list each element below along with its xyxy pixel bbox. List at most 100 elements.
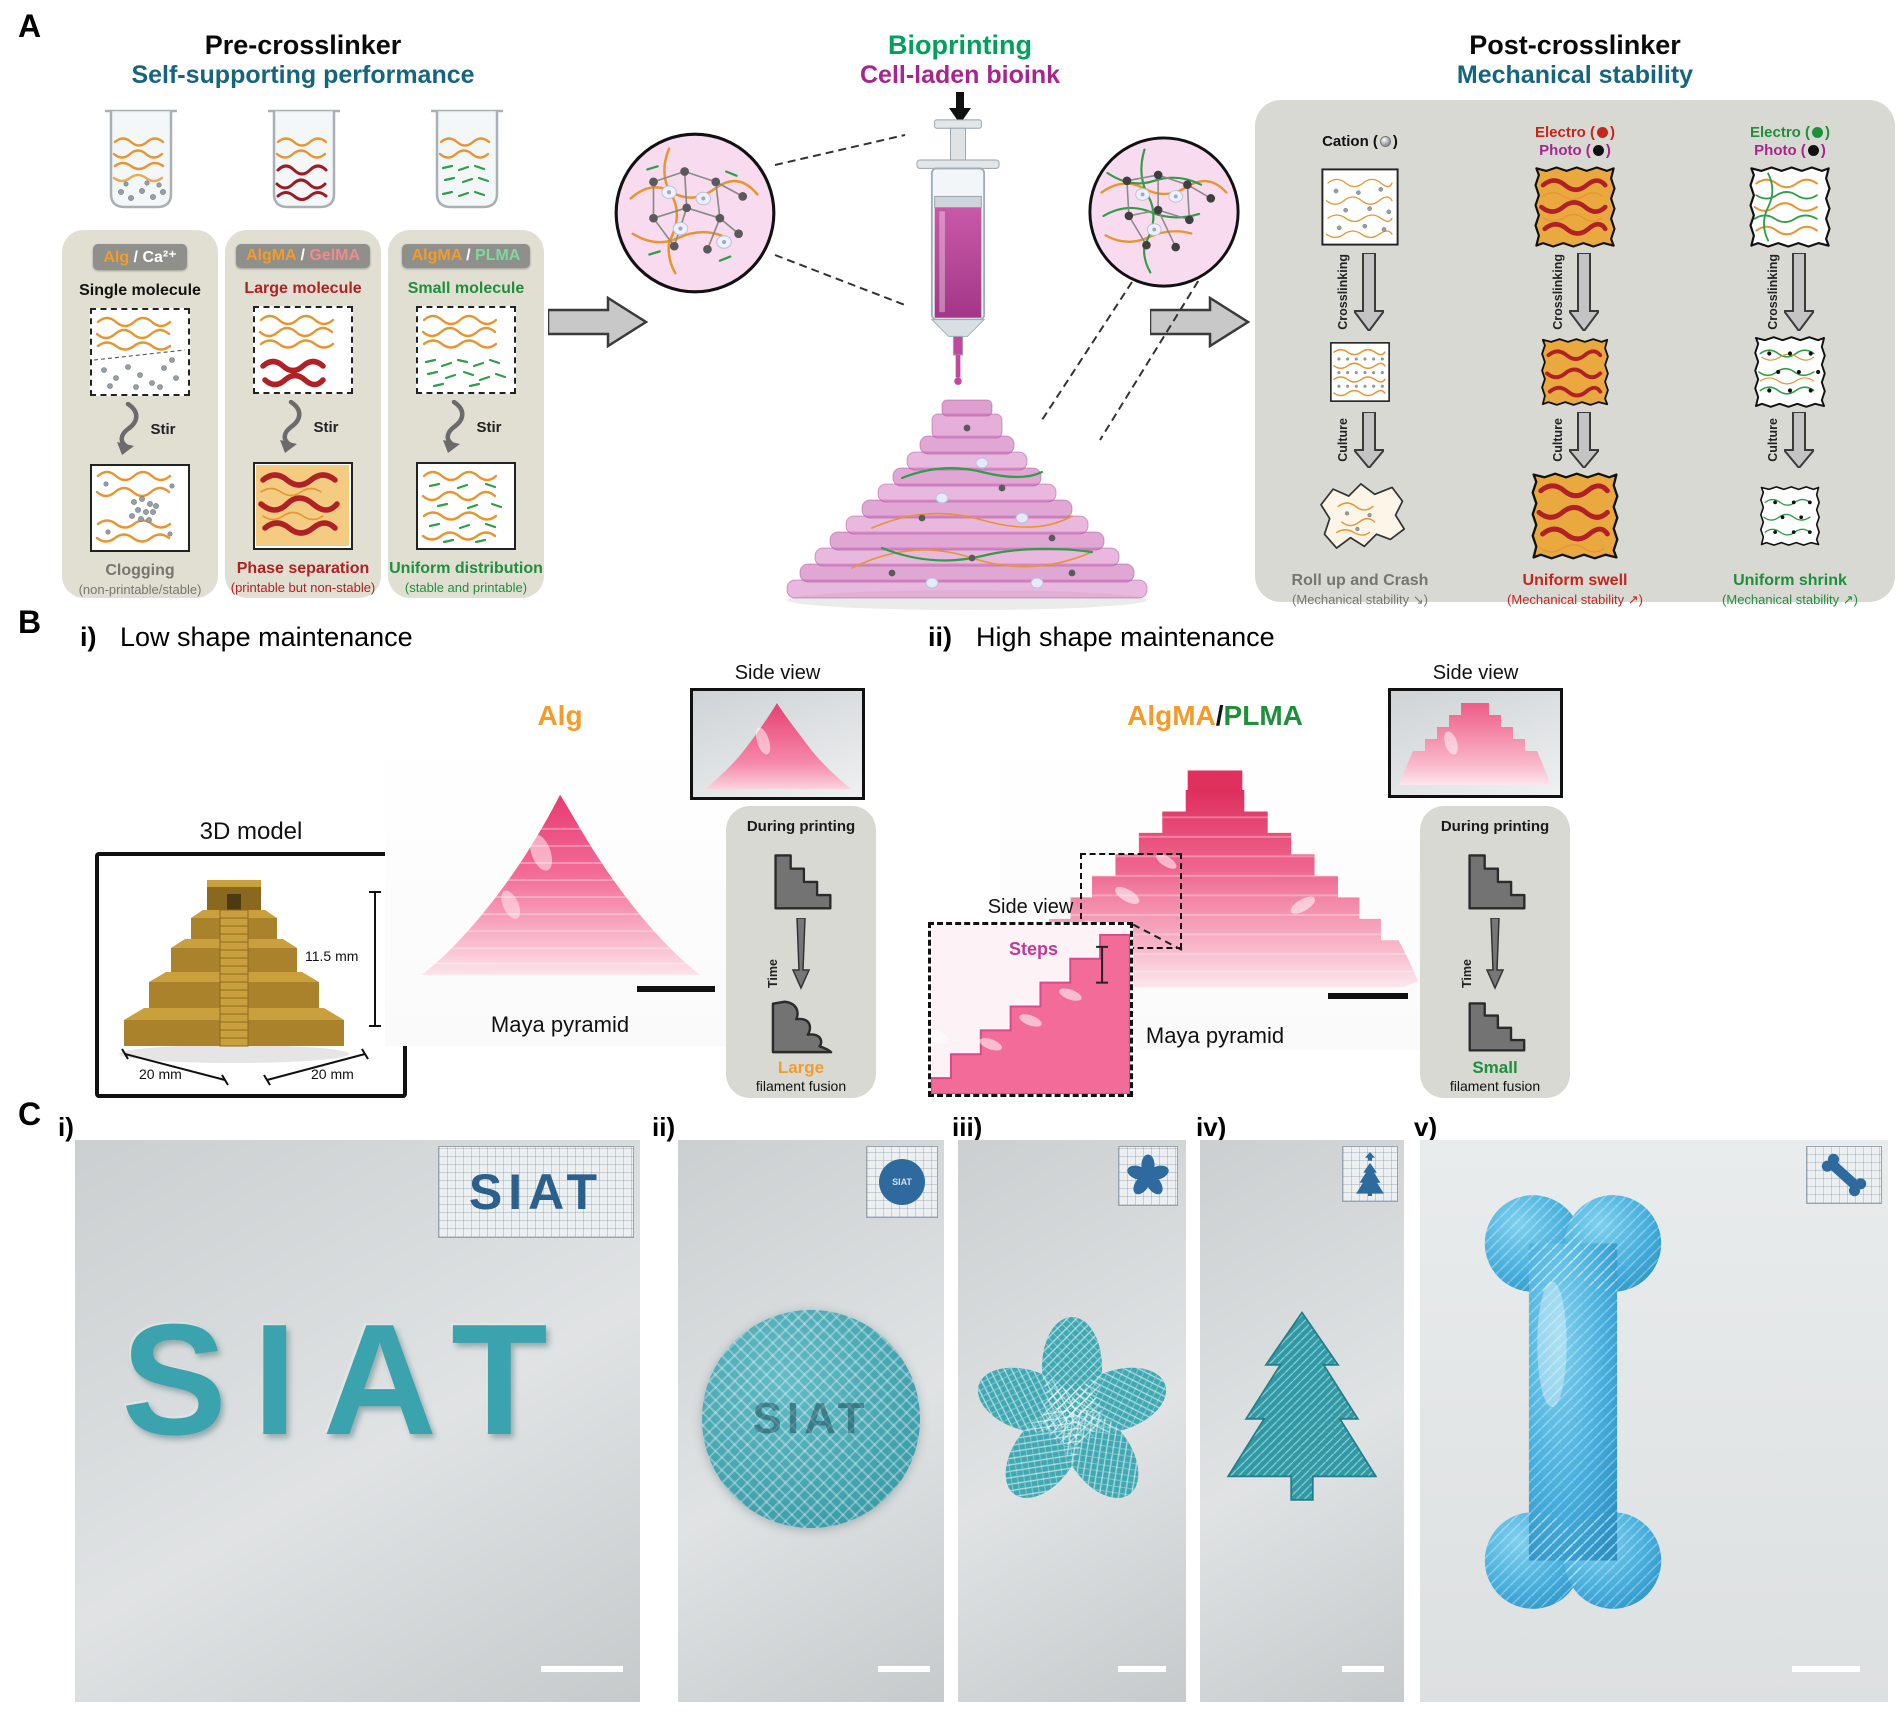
crosslinker-header: Electro () Photo ()	[1750, 118, 1830, 164]
steps-icon	[774, 854, 832, 910]
header-paren: )	[1610, 123, 1615, 141]
scale-bar	[637, 986, 715, 992]
photo-crosslinked-network-icon	[1754, 336, 1826, 408]
phase-separation-content-icon	[256, 465, 349, 546]
stir-label: Stir	[150, 420, 176, 438]
culture-label: Culture	[1551, 418, 1565, 462]
cation-sphere-icon	[1379, 135, 1391, 147]
header-text: Photo (	[1539, 141, 1591, 159]
side-view-label: Side view	[1432, 662, 1519, 684]
pre-mix-box	[90, 308, 190, 396]
pre-mix-box	[416, 306, 516, 394]
culture-step: Culture	[1551, 410, 1599, 470]
post-title: Post-crosslinker	[1469, 30, 1681, 60]
stir-arrow-icon	[280, 400, 302, 453]
panel-b-label: B	[18, 604, 42, 640]
printed-pyramid-smooth	[421, 794, 701, 975]
printed-circle-lattice: SIAT	[702, 1310, 920, 1528]
design-inset	[1342, 1146, 1398, 1202]
unmixed-content-icon	[421, 314, 507, 388]
panel-c-iv-index: iv)	[1196, 1112, 1227, 1142]
retained-steps-icon	[1468, 1002, 1526, 1052]
pre-subtitle: Self-supporting performance	[131, 61, 475, 89]
crosslinking-step: Crosslinking	[1551, 250, 1599, 334]
side-view-inset	[1388, 688, 1563, 798]
material-part-1: AlgMA	[1127, 700, 1216, 731]
photo-black-dot-icon	[1592, 144, 1604, 156]
culture-label: Culture	[1336, 418, 1350, 462]
swollen-gel-box-icon	[1531, 472, 1619, 560]
panel-c-ii-index: ii)	[652, 1112, 676, 1142]
steps-label: Steps	[1009, 939, 1059, 959]
bioprinted-pyramid	[786, 399, 1148, 610]
side-view-stepped-pyramid-icon	[1399, 703, 1551, 785]
stir-step: Stir	[104, 402, 176, 456]
header-paren: )	[1605, 141, 1611, 159]
stir-label: Stir	[313, 418, 339, 436]
post-column-cation: Cation () Crosslinking	[1275, 118, 1445, 608]
molecule-type-label: Large molecule	[244, 280, 362, 297]
down-arrow-icon	[1354, 253, 1384, 331]
fusion-note: filament fusion	[1449, 1078, 1541, 1094]
panel-c-iii-index: iii)	[952, 1112, 983, 1142]
photo-siat-letters: SIAT SIAT	[75, 1140, 640, 1702]
result-note: (Mechanical stability ↘)	[1292, 592, 1428, 607]
crumpled-gel-icon	[1320, 483, 1406, 549]
scale-bar	[1342, 1666, 1384, 1672]
tag-material-2: GelMA	[309, 247, 361, 264]
model-height-label: 11.5 mm	[305, 948, 359, 964]
bioink-zoom-circle	[614, 132, 776, 294]
electro-green-dot-icon	[1812, 126, 1823, 138]
photo-caption: Maya pyramid	[1145, 1023, 1285, 1048]
panel-b-ii-heading: High shape maintenance	[976, 622, 1275, 652]
post-stir-box	[90, 464, 190, 552]
clogging-content-icon	[95, 470, 175, 543]
result-note: (Mechanical stability ↗)	[1722, 592, 1858, 607]
printing-schematic: During printing Time Large filament fusi…	[726, 806, 876, 1098]
molecule-type-label: Small molecule	[407, 280, 525, 297]
crosslinking-label: Crosslinking	[1766, 254, 1780, 330]
melted-steps-icon	[771, 1000, 833, 1054]
model-title: 3D model	[199, 818, 303, 845]
scale-bar	[1792, 1666, 1860, 1672]
down-arrow-icon	[1569, 253, 1599, 331]
down-arrow-icon	[1569, 412, 1599, 468]
design-inset: SIAT	[866, 1146, 938, 1218]
ionic-crosslinked-box-icon	[1330, 342, 1390, 402]
panel-b-i-index: i)	[80, 622, 97, 652]
right-block-arrow-icon	[1150, 296, 1250, 348]
result-label: Uniform distribution	[389, 560, 543, 577]
down-arrow-icon	[1784, 412, 1814, 468]
bioink-subtitle: Cell-laden bioink	[859, 61, 1061, 89]
schematic-title: During printing	[746, 818, 856, 835]
circle-watermark-text: SIAT	[752, 1394, 870, 1443]
side-view-label: Side view	[734, 662, 821, 684]
crosslinking-step: Crosslinking	[1766, 250, 1814, 334]
side-view-inset	[690, 688, 865, 800]
post-header: Post-crosslinker Mechanical stability	[1255, 30, 1895, 90]
culture-step: Culture	[1766, 410, 1814, 470]
model-depth-label: 20 mm	[311, 1066, 354, 1082]
photo-caption: Maya pyramid	[490, 1012, 630, 1037]
panel-c-label: C	[18, 1096, 42, 1132]
design-inset	[1806, 1146, 1882, 1204]
pre-column-algma-gelma: AlgMA / GelMA Large molecule Stir	[225, 240, 381, 595]
molecule-type-label: Single molecule	[79, 282, 201, 299]
inset-flower-icon	[1127, 1154, 1169, 1195]
material-separator: /	[1215, 700, 1224, 731]
tag-material-2: Ca²⁺	[142, 249, 177, 266]
pre-header: Pre-crosslinker Self-supporting performa…	[62, 30, 544, 90]
zoom-title: Side view	[987, 896, 1074, 918]
maya-pyramid-3d-model-icon	[119, 880, 349, 1063]
panel-b-ii-index: ii)	[928, 622, 952, 652]
stir-label: Stir	[476, 418, 502, 436]
tag-separator: /	[129, 249, 143, 266]
panel-a-label: A	[18, 8, 42, 44]
material-tag: AlgMA / GelMA	[235, 244, 371, 268]
crosslinking-label: Crosslinking	[1551, 254, 1565, 330]
printed-tree-icon	[1226, 1311, 1378, 1501]
down-arrow-icon	[1784, 253, 1814, 331]
photo-tree	[1200, 1140, 1404, 1702]
inset-bone-icon	[1821, 1153, 1867, 1197]
